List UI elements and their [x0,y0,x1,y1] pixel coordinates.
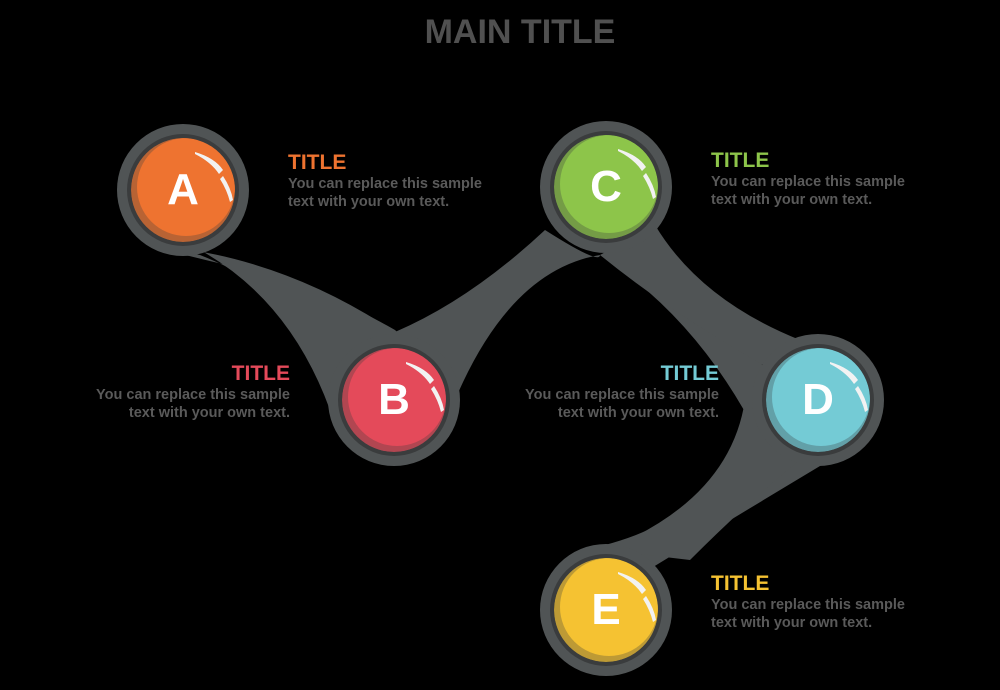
item-description: You can replace this sample text with yo… [711,597,905,631]
item-title: TITLE [288,151,347,174]
node-face [137,138,235,236]
gloss-highlight-icon [406,362,444,412]
node-letter: E [591,585,621,634]
text-block-c: TITLE You can replace this sample text w… [711,149,911,209]
item-description: You can replace this sample text with yo… [711,174,905,208]
gloss-highlight-icon [618,149,656,199]
node-ball [131,138,235,242]
gloss-highlight-icon [195,152,233,202]
gloss-highlight-icon [618,572,656,622]
node-ball [342,348,446,452]
node-letter: A [167,165,199,214]
node-letter: C [590,162,622,211]
item-description: You can replace this sample text with yo… [288,176,482,210]
item-title: TITLE [231,362,290,385]
node-face [560,135,658,233]
node-letter: D [802,375,834,424]
text-block-d: TITLE You can replace this sample text w… [519,362,719,422]
item-title: TITLE [711,149,770,172]
item-description: You can replace this sample text with yo… [96,387,290,421]
item-description: You can replace this sample text with yo… [525,387,719,421]
node-face [348,348,446,446]
node-e: E [540,544,672,676]
item-title: TITLE [711,572,770,595]
text-block-e: TITLE You can replace this sample text w… [711,572,911,632]
node-ball [554,558,658,662]
node-ball [554,135,658,239]
node-a: A [117,124,249,256]
text-block-b: TITLE You can replace this sample text w… [90,362,290,422]
main-title: MAIN TITLE [424,13,616,51]
gloss-highlight-icon [830,362,868,412]
text-block-a: TITLE You can replace this sample text w… [288,151,488,211]
node-letter: B [378,375,410,424]
node-c: C [540,121,672,253]
node-face [560,558,658,656]
item-title: TITLE [660,362,719,385]
node-b: B [328,334,460,466]
node-ball [766,348,870,452]
node-face [772,348,870,446]
node-d: D [752,334,884,466]
